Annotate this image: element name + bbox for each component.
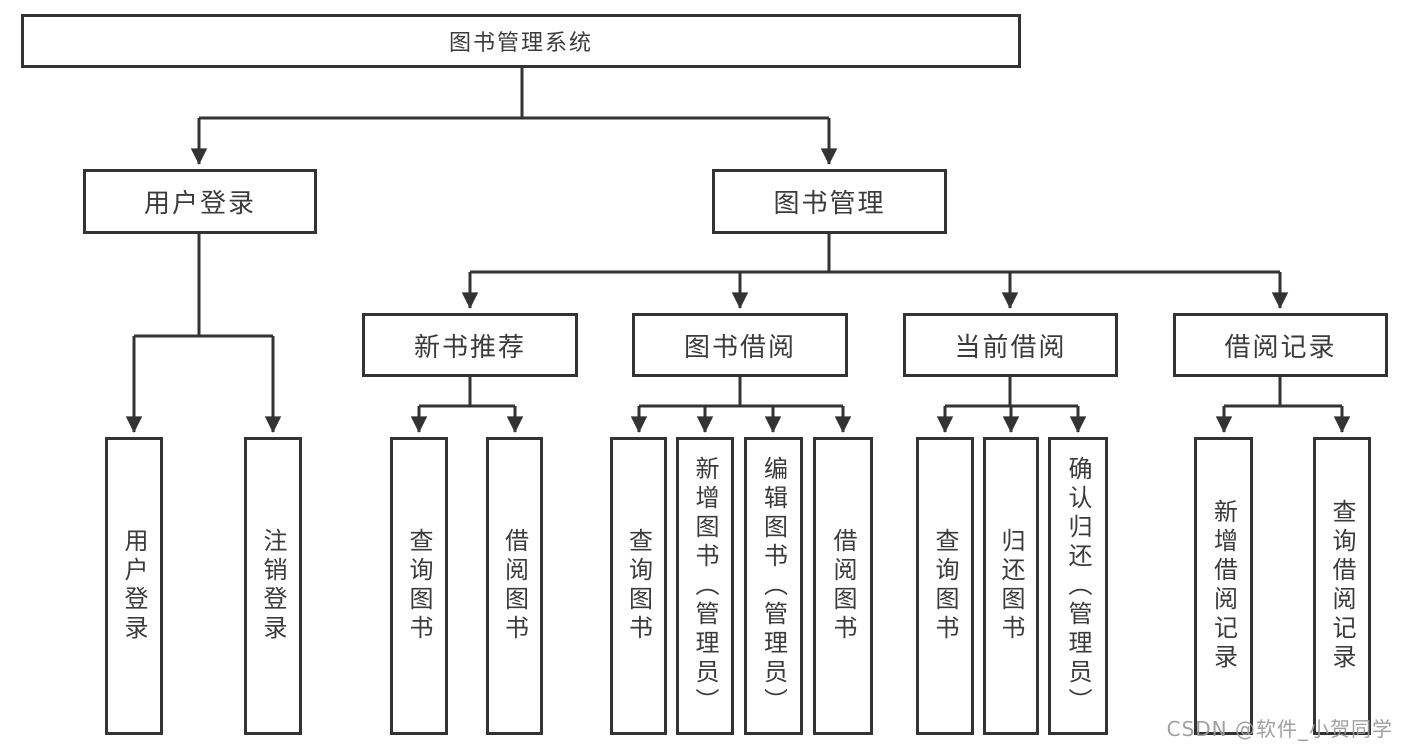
leaf-logout-login-label: 注销登录 <box>259 528 287 644</box>
leaf-nbr-query-books-label: 查询图书 <box>405 528 433 644</box>
leaf-cb-query-books: 查询图书 <box>916 437 974 735</box>
leaf-br-add-record-label: 新增借阅记录 <box>1209 499 1238 673</box>
leaf-bb-add-books-admin: 新增图书（管理员） <box>676 437 734 735</box>
leaf-bb-add-books-admin-label: 新增图书（管理员） <box>691 455 719 717</box>
leaf-bb-query-books: 查询图书 <box>610 437 667 735</box>
wire-book-management-split <box>470 234 1280 274</box>
leaf-cb-confirm-return-admin-label: 确认归还（管理员） <box>1064 455 1092 717</box>
leaf-cb-return-books: 归还图书 <box>983 437 1039 735</box>
leaf-logout-login: 注销登录 <box>244 437 302 735</box>
node-root-system: 图书管理系统 <box>21 14 1021 68</box>
leaf-bb-edit-books-admin-label: 编辑图书（管理员） <box>759 455 788 717</box>
node-new-book-recommend: 新书推荐 <box>362 313 578 377</box>
wire-root-split <box>199 68 829 120</box>
node-current-borrow: 当前借阅 <box>903 313 1118 377</box>
node-book-borrow: 图书借阅 <box>632 313 848 377</box>
leaf-br-add-record: 新增借阅记录 <box>1194 437 1253 735</box>
wire-br-split <box>1224 377 1342 408</box>
leaf-bb-borrow-books: 借阅图书 <box>813 437 873 735</box>
wire-cb-split <box>945 377 1078 408</box>
leaf-br-query-record: 查询借阅记录 <box>1313 437 1371 735</box>
csdn-watermark: CSDN @软件_小贺同学 <box>1166 717 1393 741</box>
leaf-nbr-borrow-books-label: 借阅图书 <box>500 528 529 644</box>
wire-bb-split <box>639 377 843 408</box>
node-borrow-records: 借阅记录 <box>1173 313 1388 377</box>
wire-user-login-split <box>134 234 273 338</box>
node-user-login: 用户登录 <box>83 169 317 234</box>
wire-nbr-split <box>419 377 515 408</box>
leaf-cb-query-books-label: 查询图书 <box>931 528 959 644</box>
leaf-nbr-query-books: 查询图书 <box>390 437 448 735</box>
leaf-bb-borrow-books-label: 借阅图书 <box>829 528 857 644</box>
leaf-user-login-label: 用户登录 <box>120 528 148 644</box>
leaf-bb-query-books-label: 查询图书 <box>624 528 653 644</box>
leaf-user-login: 用户登录 <box>105 437 163 735</box>
node-book-management: 图书管理 <box>712 169 947 234</box>
leaf-nbr-borrow-books: 借阅图书 <box>486 437 543 735</box>
leaf-br-query-record-label: 查询借阅记录 <box>1328 499 1356 673</box>
leaf-cb-confirm-return-admin: 确认归还（管理员） <box>1048 437 1108 735</box>
leaf-bb-edit-books-admin: 编辑图书（管理员） <box>744 437 803 735</box>
leaf-cb-return-books-label: 归还图书 <box>997 528 1025 644</box>
